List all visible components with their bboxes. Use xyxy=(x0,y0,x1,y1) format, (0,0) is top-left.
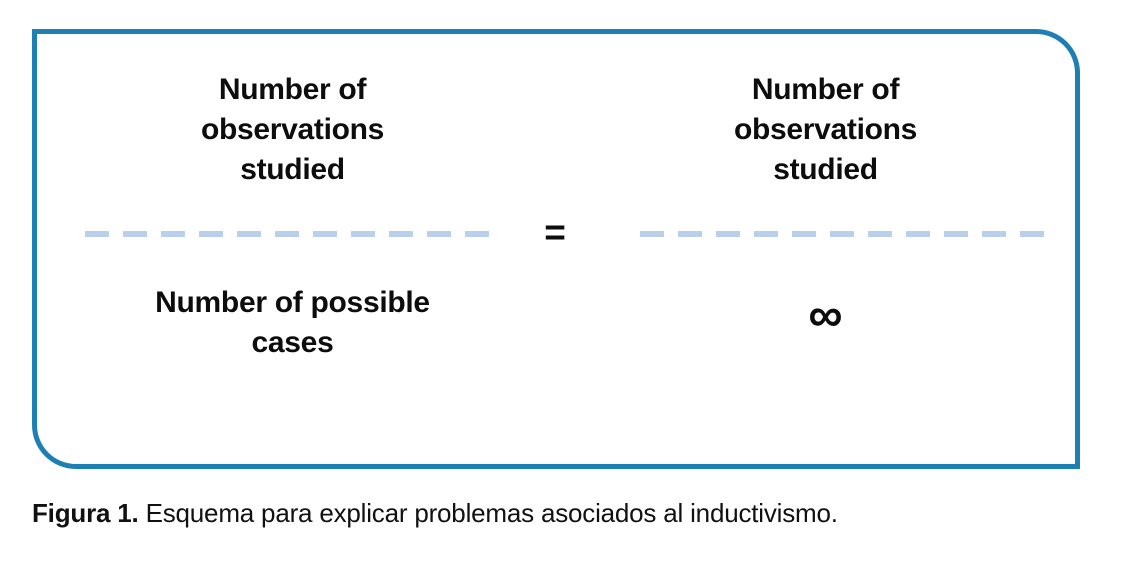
left-numerator-line-3: studied xyxy=(240,153,345,186)
left-denominator-line-1: Number of possible xyxy=(155,286,430,319)
right-numerator-line-1: Number of xyxy=(751,73,900,106)
right-numerator-line-2: observations xyxy=(733,113,918,146)
left-denominator-line-2: cases xyxy=(251,326,334,359)
left-fraction-numerator: Number of observations studied xyxy=(85,70,500,190)
right-fraction-numerator: Number of observations studied xyxy=(618,70,1033,190)
right-fraction-bar xyxy=(640,231,1050,237)
left-fraction-bar xyxy=(85,231,500,237)
left-numerator-line-1: Number of xyxy=(218,73,367,106)
left-numerator-line-2: observations xyxy=(200,113,385,146)
figure-caption-label: Figura 1. xyxy=(32,498,139,528)
figure-caption-text: Esquema para explicar problemas asociado… xyxy=(145,498,838,528)
schema-box xyxy=(32,29,1080,469)
equals-sign: = xyxy=(544,212,566,253)
infinity-symbol: ∞ xyxy=(808,289,843,342)
right-numerator-line-3: studied xyxy=(773,153,878,186)
figure-caption: Figura 1. Esquema para explicar problema… xyxy=(32,496,1112,530)
left-fraction-denominator: Number of possible cases xyxy=(85,283,500,363)
